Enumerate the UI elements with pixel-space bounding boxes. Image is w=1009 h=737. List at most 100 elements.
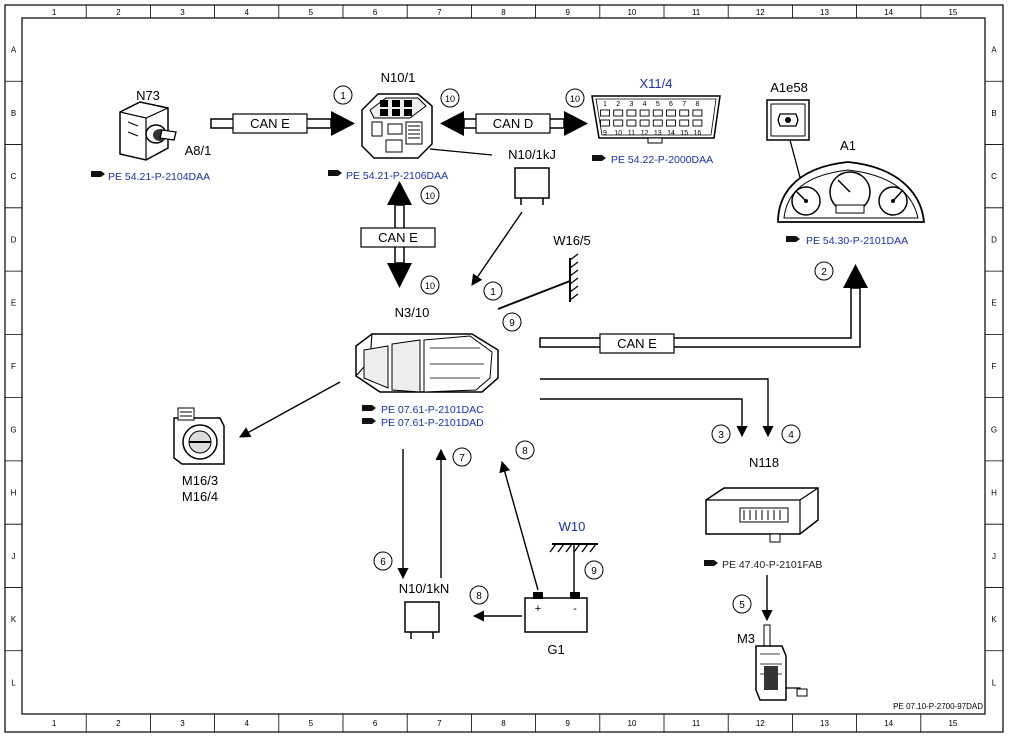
- grid-column-label: 12: [756, 719, 765, 728]
- bus-can-e-n3-a1: CAN E: [539, 264, 868, 354]
- svg-text:1: 1: [340, 91, 346, 102]
- obd-pin-number: 4: [643, 101, 647, 108]
- obd-pin-number: 7: [682, 101, 686, 108]
- obd-pin-number: 9: [603, 130, 607, 137]
- svg-text:6: 6: [380, 557, 386, 568]
- obd-pin-number: 16: [694, 130, 702, 137]
- grid-column-label: 15: [948, 719, 957, 728]
- svg-text:8: 8: [522, 446, 528, 457]
- callout-1-top: 1: [333, 85, 353, 105]
- grid-column-label: 12: [756, 8, 765, 17]
- reference-n73[interactable]: PE 54.21-P-2104DAA: [91, 171, 210, 183]
- g1-battery-icon: + -: [524, 592, 588, 633]
- callout-2: 2: [814, 261, 834, 281]
- svg-text:5: 5: [739, 600, 745, 611]
- callout-10-x11-left: 10: [565, 88, 585, 108]
- grid-column-label: 10: [627, 719, 636, 728]
- svg-text:9: 9: [591, 566, 597, 577]
- svg-text:1: 1: [490, 287, 496, 298]
- a1-instrument-cluster-icon: [777, 161, 925, 223]
- obd-pin-number: 13: [654, 130, 662, 137]
- callout-10-can-upper: 10: [420, 185, 440, 205]
- grid-column-label: 1: [52, 719, 57, 728]
- label-n10-1kn: N10/1kN: [399, 581, 450, 596]
- grid-column-label: 9: [565, 8, 570, 17]
- grid-row-label: G: [10, 425, 16, 434]
- grid-row-label: D: [991, 235, 997, 244]
- label-w16-5: W16/5: [553, 233, 591, 248]
- grid-column-label: 8: [501, 719, 506, 728]
- grid-column-label: 6: [373, 8, 378, 17]
- svg-text:4: 4: [788, 430, 794, 441]
- label-n10-1: N10/1: [381, 70, 416, 85]
- obd-pin-number: 15: [680, 130, 688, 137]
- callout-1-mid: 1: [483, 281, 503, 301]
- bus-can-e-n10-n3: CAN E: [360, 181, 436, 288]
- reference-n3-10-b[interactable]: PE 07.61-P-2101DAD: [362, 417, 484, 429]
- label-n73: N73: [136, 88, 160, 103]
- signal-wires-n3-10-to-n118: [540, 378, 774, 438]
- reference-n10-1[interactable]: PE 54.21-P-2106DAA: [328, 170, 448, 182]
- callout-8-lower: 8: [469, 585, 489, 605]
- svg-text:9: 9: [509, 318, 515, 329]
- svg-text:-: -: [573, 603, 577, 615]
- callout-9-w16: 9: [502, 312, 522, 332]
- label-a1: A1: [840, 138, 856, 153]
- grid-column-label: 10: [627, 8, 636, 17]
- n10-1kj-relay-icon: [514, 167, 550, 205]
- reference-a1[interactable]: PE 54.30-P-2101DAA: [786, 235, 908, 247]
- callout-6: 6: [373, 551, 393, 571]
- svg-text:7: 7: [459, 453, 465, 464]
- signal-arrow-relay-to-n3-10: [471, 211, 523, 286]
- grid-column-label: 5: [309, 8, 314, 17]
- grid-column-label: 9: [565, 719, 570, 728]
- grid-row-label: F: [11, 362, 16, 371]
- callout-8-upper: 8: [515, 440, 535, 460]
- signal-arrow-n3-10-to-m16: [239, 381, 341, 438]
- callout-10-n10-left: 10: [440, 88, 460, 108]
- grid-row-label: E: [991, 299, 996, 308]
- w10-ground-icon: [549, 543, 598, 592]
- svg-text:PE 07.61-P-2101DAC: PE 07.61-P-2101DAC: [381, 404, 484, 416]
- grid-row-label: K: [991, 615, 997, 624]
- callout-4: 4: [781, 424, 801, 444]
- reference-x11-4[interactable]: PE 54.22-P-2000DAA: [592, 154, 713, 166]
- label-n118: N118: [749, 455, 779, 470]
- bus-can-d-n10-x11: CAN D: [440, 111, 588, 136]
- grid-row-label: B: [11, 109, 16, 118]
- n3-10-engine-control-unit-icon: [355, 333, 499, 393]
- grid-row-label: H: [991, 489, 997, 498]
- obd-pin-number: 1: [603, 101, 607, 108]
- n73-ignition-switch-icon: [119, 101, 177, 161]
- grid-row-label: C: [991, 172, 997, 181]
- grid-column-label: 11: [692, 719, 701, 728]
- grid-column-label: 6: [373, 719, 378, 728]
- svg-text:PE 47.40-P-2101FAB: PE 47.40-P-2101FAB: [722, 559, 822, 571]
- svg-text:CAN E: CAN E: [378, 230, 418, 245]
- grid-column-label: 13: [820, 8, 829, 17]
- callout-9-w10: 9: [584, 560, 604, 580]
- svg-text:3: 3: [718, 430, 724, 441]
- w16-5-ground-icon: [497, 253, 579, 310]
- svg-text:PE 54.21-P-2104DAA: PE 54.21-P-2104DAA: [108, 171, 210, 183]
- grid-row-label: G: [991, 425, 997, 434]
- label-a8-1: A8/1: [185, 143, 212, 158]
- svg-text:PE 54.22-P-2000DAA: PE 54.22-P-2000DAA: [611, 154, 713, 166]
- reference-n118[interactable]: PE 47.40-P-2101FAB: [704, 559, 822, 571]
- label-m16-3: M16/3: [182, 473, 218, 488]
- grid-column-label: 1: [52, 8, 57, 17]
- leader-n10-1kj: [429, 148, 493, 156]
- svg-text:10: 10: [425, 191, 435, 201]
- a1e58-indicator-lamp-icon: [766, 99, 810, 141]
- svg-text:CAN E: CAN E: [617, 336, 657, 351]
- grid-column-label: 2: [116, 8, 121, 17]
- svg-text:PE 07.61-P-2101DAD: PE 07.61-P-2101DAD: [381, 417, 484, 429]
- grid-column-label: 13: [820, 719, 829, 728]
- reference-n3-10-a[interactable]: PE 07.61-P-2101DAC: [362, 404, 484, 416]
- grid-column-label: 8: [501, 8, 506, 17]
